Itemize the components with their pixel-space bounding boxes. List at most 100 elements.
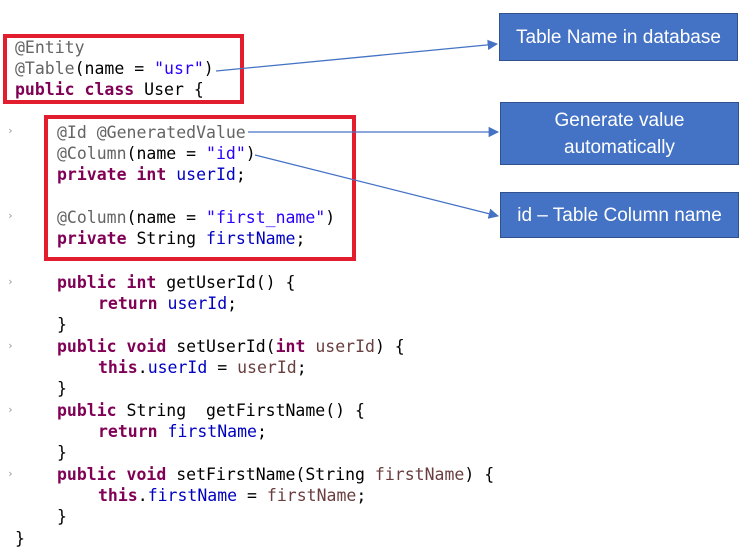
id-generated-value-annotations: @Id @GeneratedValue <box>57 123 246 142</box>
keyword-public: public <box>57 465 117 484</box>
close-brace: } <box>57 507 67 526</box>
code-line-return-userid: return userId; <box>98 293 237 314</box>
param-firstName: firstName <box>374 465 465 484</box>
paren: ) <box>325 208 336 227</box>
field-firstName: firstName <box>147 486 238 505</box>
signature-close: ) { <box>374 337 405 356</box>
param-userId: userId <box>237 358 297 377</box>
field-userId: userId <box>176 165 236 184</box>
code-line-close-brace: } <box>57 314 67 335</box>
callout-generate-value-line1: Generate value <box>554 109 685 131</box>
callout-column-name: id – Table Column name <box>500 192 739 238</box>
dot: . <box>137 486 148 505</box>
signature-close: ) { <box>464 465 495 484</box>
column-args: (name = <box>126 208 207 227</box>
assign-op: = <box>207 358 238 377</box>
close-brace: } <box>57 379 67 398</box>
code-line-column-id: @Column(name = "id") <box>57 143 256 164</box>
field-firstName: firstName <box>206 229 296 248</box>
code-line-entity: @Entity <box>15 37 85 58</box>
entity-annotation: @Entity <box>15 38 85 57</box>
gutter-marker: › <box>7 339 14 352</box>
callout-generate-value: Generate value automatically <box>500 102 739 165</box>
code-line-set-user-id: public void setUserId(int userId) { <box>57 336 405 357</box>
field-userId: userId <box>147 358 208 377</box>
type-string: String <box>116 401 197 420</box>
assign-op: = <box>237 486 267 505</box>
semicolon: ; <box>295 229 306 248</box>
code-line-class-close-brace: } <box>15 528 25 549</box>
keyword-public: public <box>15 80 75 99</box>
callout-table-name-text: Table Name in database <box>516 26 721 48</box>
class-name: User { <box>134 80 204 99</box>
keyword-void: void <box>126 337 167 356</box>
close-brace: } <box>57 315 67 334</box>
table-name-string: "usr" <box>154 59 204 78</box>
column-annotation: @Column <box>57 208 127 227</box>
code-line-column-first-name: @Column(name = "first_name") <box>57 207 335 228</box>
callout-column-name-text: id – Table Column name <box>517 204 722 226</box>
gutter-marker: › <box>7 467 14 480</box>
close-brace: } <box>57 443 67 462</box>
keyword-public: public <box>57 401 117 420</box>
keyword-class: class <box>84 80 135 99</box>
keyword-public: public <box>57 337 117 356</box>
table-annotation: @Table <box>15 59 75 78</box>
keyword-int: int <box>126 273 157 292</box>
keyword-public: public <box>57 273 117 292</box>
gutter-marker: › <box>7 403 14 416</box>
keyword-int: int <box>136 165 167 184</box>
code-line-close-brace: } <box>57 506 67 527</box>
gutter-marker: › <box>7 124 14 137</box>
code-line-table: @Table(name = "usr") <box>15 58 214 79</box>
method-signature: setFirstName(String <box>166 465 375 484</box>
keyword-return: return <box>98 422 158 441</box>
column-annotation: @Column <box>57 144 127 163</box>
close-brace: } <box>15 529 25 548</box>
column-args: (name = <box>126 144 207 163</box>
method-signature: getUserId() { <box>156 273 296 292</box>
field-firstName: firstName <box>167 422 257 441</box>
code-line-return-firstname: return firstName; <box>98 421 267 442</box>
keyword-private: private <box>57 229 127 248</box>
keyword-this: this <box>98 358 138 377</box>
code-line-firstname-field: private String firstName; <box>57 228 305 249</box>
gutter-marker: › <box>7 209 14 222</box>
keyword-return: return <box>98 294 158 313</box>
method-signature: getFirstName() { <box>196 401 365 420</box>
column-first-name-string: "first_name" <box>206 208 326 227</box>
paren: ) <box>245 144 256 163</box>
code-line-close-brace: } <box>57 442 67 463</box>
code-line-get-user-id: public int getUserId() { <box>57 272 295 293</box>
callout-table-name: Table Name in database <box>499 13 738 61</box>
code-line-userid-field: private int userId; <box>57 164 246 185</box>
method-signature: setUserId( <box>166 337 276 356</box>
field-userId: userId <box>167 294 228 313</box>
code-line-assign-firstname: this.firstName = firstName; <box>98 485 366 506</box>
keyword-void: void <box>126 465 167 484</box>
keyword-int: int <box>275 337 306 356</box>
paren: ) <box>203 59 214 78</box>
dot: . <box>137 358 148 377</box>
arrow-column-name <box>254 154 500 219</box>
semicolon: ; <box>256 422 267 441</box>
semicolon: ; <box>227 294 238 313</box>
arrow-table-name <box>215 39 499 72</box>
semicolon: ; <box>356 486 367 505</box>
semicolon: ; <box>235 165 246 184</box>
code-line-close-brace: } <box>57 378 67 399</box>
code-line-id-annotations: @Id @GeneratedValue <box>57 122 246 143</box>
code-line-get-first-name: public String getFirstName() { <box>57 400 365 421</box>
code-line-class-decl: public class User { <box>15 79 204 100</box>
table-args: (name = <box>74 59 155 78</box>
code-line-set-first-name: public void setFirstName(String firstNam… <box>57 464 494 485</box>
code-line-assign-userid: this.userId = userId; <box>98 357 307 378</box>
callout-generate-value-line2: automatically <box>564 136 675 158</box>
keyword-private: private <box>57 165 127 184</box>
column-id-string: "id" <box>206 144 246 163</box>
param-firstName: firstName <box>266 486 357 505</box>
semicolon: ; <box>296 358 307 377</box>
keyword-this: this <box>98 486 138 505</box>
